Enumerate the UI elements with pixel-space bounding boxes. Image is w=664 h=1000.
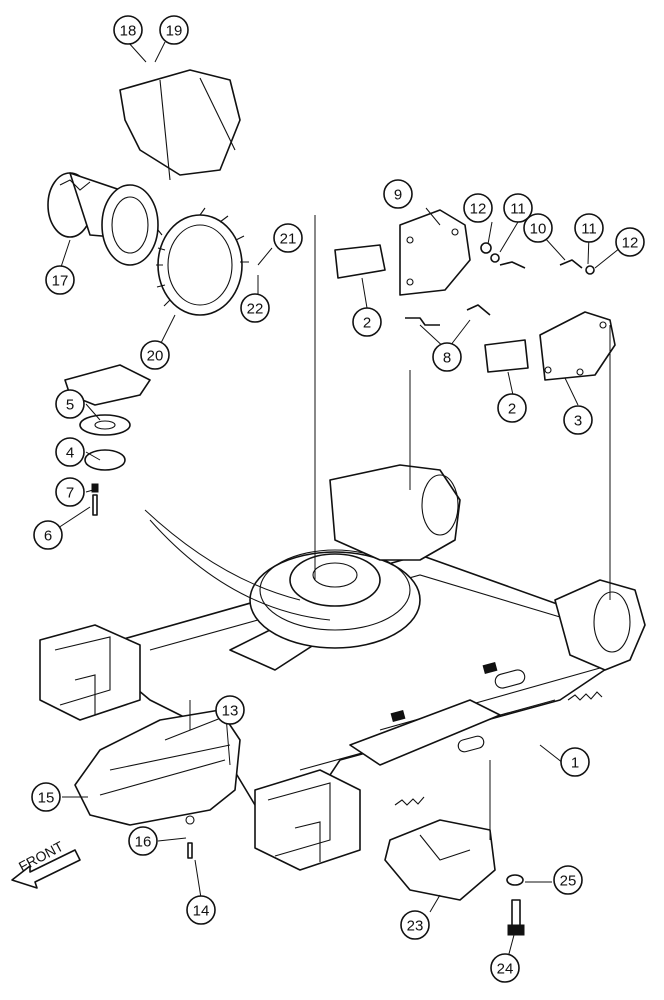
callout-3: 3	[563, 405, 593, 435]
callout-number: 4	[66, 445, 74, 462]
callout-19: 19	[159, 15, 189, 45]
callout-number: 2	[508, 401, 516, 418]
callout-number: 16	[135, 834, 152, 851]
callout-number: 10	[530, 221, 547, 238]
bearing-cap-9	[399, 209, 471, 296]
callout-1: 1	[560, 747, 590, 777]
callout-10: 10	[523, 213, 553, 243]
callout-number: 21	[280, 231, 297, 248]
callout-circle	[574, 213, 604, 243]
callout-13: 13	[215, 695, 245, 725]
callout-number: 19	[166, 23, 183, 40]
callout-number: 20	[147, 348, 164, 365]
callout-14: 14	[186, 895, 216, 925]
callout-12: 12	[615, 227, 645, 257]
callout-circle	[159, 15, 189, 45]
callout-circle	[560, 747, 590, 777]
callout-12: 12	[463, 193, 493, 223]
callout-circle	[55, 437, 85, 467]
callout-number: 1	[571, 755, 579, 772]
callout-circle	[140, 340, 170, 370]
callout-circle	[503, 193, 533, 223]
callout-number: 24	[497, 961, 514, 978]
callout-circle	[55, 477, 85, 507]
callout-circle	[563, 405, 593, 435]
callout-15: 15	[31, 782, 61, 812]
callout-number: 12	[622, 235, 639, 252]
callout-circle	[186, 895, 216, 925]
callout-circle	[490, 953, 520, 983]
callout-circle	[352, 307, 382, 337]
front-direction-arrow: FRONT	[11, 838, 81, 889]
callout-22: 22	[240, 293, 270, 323]
callout-number: 7	[66, 485, 74, 502]
cover-plate-set	[64, 364, 151, 516]
track-frame	[39, 464, 646, 871]
callout-number: 2	[363, 315, 371, 332]
callout-2: 2	[497, 393, 527, 423]
callout-circle	[113, 15, 143, 45]
callout-5: 5	[55, 389, 85, 419]
callout-20: 20	[140, 340, 170, 370]
callout-11: 11	[574, 213, 604, 243]
callout-number: 9	[394, 187, 402, 204]
callout-circle	[45, 265, 75, 295]
callout-24: 24	[490, 953, 520, 983]
callout-16: 16	[128, 826, 158, 856]
callout-11: 11	[503, 193, 533, 223]
callout-circle	[128, 826, 158, 856]
callout-number: 5	[66, 397, 74, 414]
callout-circle	[55, 389, 85, 419]
skid-plate	[74, 709, 241, 859]
callout-number: 11	[581, 221, 597, 238]
callout-7: 7	[55, 477, 85, 507]
callout-circle	[432, 342, 462, 372]
callout-18: 18	[113, 15, 143, 45]
callout-6: 6	[33, 520, 63, 550]
spacer-plates	[334, 244, 529, 373]
fasteners	[405, 242, 595, 326]
travel-motor	[47, 172, 159, 266]
callout-number: 6	[44, 528, 52, 545]
callout-circle	[553, 865, 583, 895]
callout-8: 8	[432, 342, 462, 372]
callout-4: 4	[55, 437, 85, 467]
callout-circle	[215, 695, 245, 725]
callout-21: 21	[273, 223, 303, 253]
callout-number: 22	[247, 301, 264, 318]
callout-circle	[523, 213, 553, 243]
callout-circle	[383, 179, 413, 209]
callout-number: 13	[222, 703, 239, 720]
callout-circle	[497, 393, 527, 423]
callout-number: 17	[52, 273, 69, 290]
front-bracket	[384, 819, 525, 936]
callout-number: 23	[407, 918, 424, 935]
callout-number: 8	[443, 350, 451, 367]
callout-circle	[615, 227, 645, 257]
callout-circle	[273, 223, 303, 253]
callout-circle	[240, 293, 270, 323]
callout-circle	[463, 193, 493, 223]
callout-circle	[33, 520, 63, 550]
bearing-cap-3	[539, 311, 616, 381]
callout-9: 9	[383, 179, 413, 209]
callout-23: 23	[400, 910, 430, 940]
callout-number: 18	[120, 23, 137, 40]
callout-number: 25	[560, 873, 577, 890]
callout-number: 3	[574, 413, 582, 430]
callout-17: 17	[45, 265, 75, 295]
callout-25: 25	[553, 865, 583, 895]
callout-circle	[31, 782, 61, 812]
callout-number: 15	[38, 790, 55, 807]
callout-circle	[400, 910, 430, 940]
callout-number: 12	[470, 201, 487, 218]
mounting-bracket	[119, 69, 241, 181]
callout-number: 11	[510, 201, 526, 218]
callout-2: 2	[352, 307, 382, 337]
sprocket	[156, 207, 249, 316]
callout-number: 14	[193, 903, 210, 920]
